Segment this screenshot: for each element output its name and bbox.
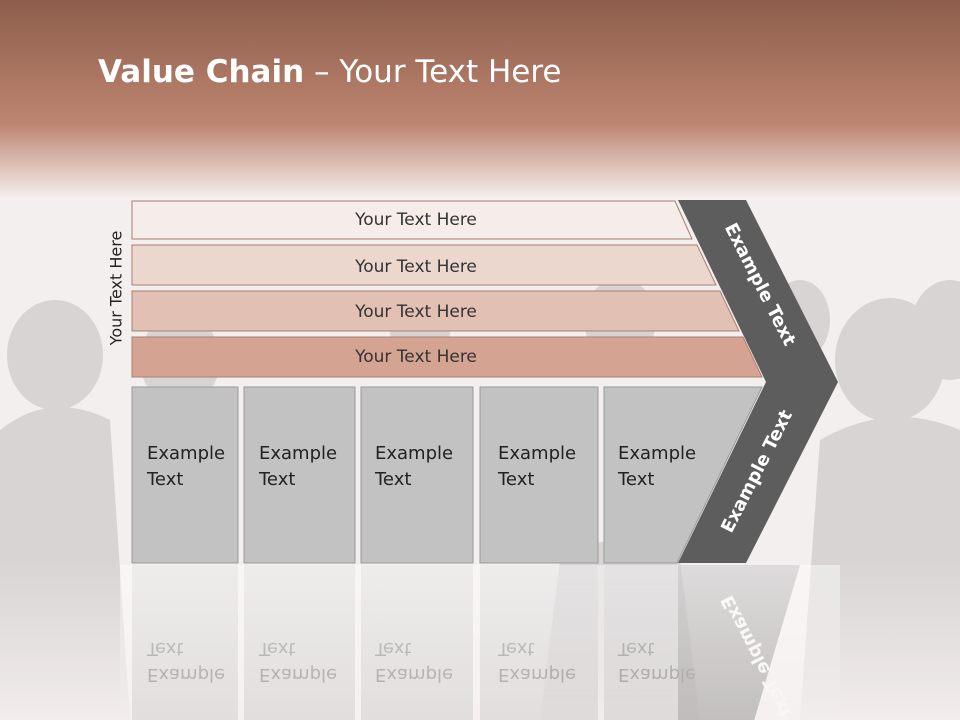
activity-box-2-line2: Text [258, 469, 295, 490]
activity-box-2[interactable]: Example Text [243, 386, 356, 564]
activity-box-4-shape [479, 386, 599, 564]
margin-chevron-shape [678, 200, 838, 563]
band-4-label: Your Text Here [354, 347, 477, 367]
activity-box-5-line2: Text [617, 469, 654, 490]
activity-box-3[interactable]: Example Text [360, 386, 474, 564]
activity-box-2-line1: Example [259, 443, 337, 464]
activity-box-4-line2: Text [497, 469, 534, 490]
activity-box-5[interactable]: Example Text [603, 386, 763, 564]
activity-box-2-shape [243, 386, 356, 564]
band-3-label: Your Text Here [354, 302, 477, 322]
band-1-label: Your Text Here [354, 210, 477, 230]
band-4-shape [131, 336, 763, 378]
activity-box-3-line2: Text [374, 469, 411, 490]
activity-box-4-line1: Example [498, 443, 576, 464]
slide-title: Value Chain – Your Text Here [98, 54, 561, 90]
activity-box-3-line1: Example [375, 443, 453, 464]
band-2[interactable]: Your Text Here [131, 244, 717, 286]
activity-box-1-line1: Example [147, 443, 225, 464]
activity-box-1[interactable]: Example Text [131, 386, 239, 564]
band-1-shape [131, 200, 693, 240]
band-2-label: Your Text Here [354, 257, 477, 277]
activity-box-1-line2: Text [146, 469, 183, 490]
reflection-fade [120, 565, 840, 720]
band-2-shape [131, 244, 717, 286]
activity-box-1-shape [131, 386, 239, 564]
band-1[interactable]: Your Text Here [131, 200, 693, 240]
activity-box-4[interactable]: Example Text [479, 386, 599, 564]
title-rest: – Your Text Here [304, 54, 562, 90]
title-bold: Value Chain [98, 54, 305, 90]
band-3-shape [131, 290, 740, 332]
band-4[interactable]: Your Text Here [131, 336, 763, 378]
band-3[interactable]: Your Text Here [131, 290, 740, 332]
activity-box-3-shape [360, 386, 474, 564]
activity-box-5-line1: Example [618, 443, 696, 464]
activity-box-5-shape [603, 386, 763, 564]
